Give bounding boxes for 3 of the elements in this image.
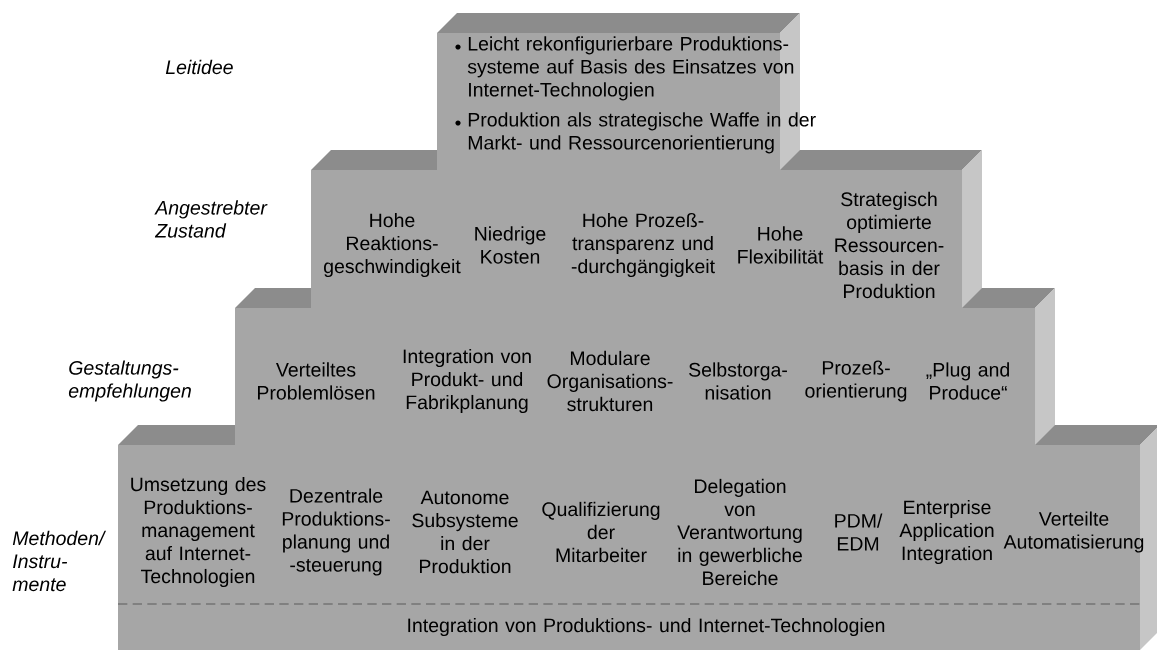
- level-label: Angestrebter Zustand: [154, 200, 268, 238]
- level-label: Leitidee: [165, 59, 233, 75]
- level-label: Gestaltungs- empfehlungen: [68, 360, 191, 402]
